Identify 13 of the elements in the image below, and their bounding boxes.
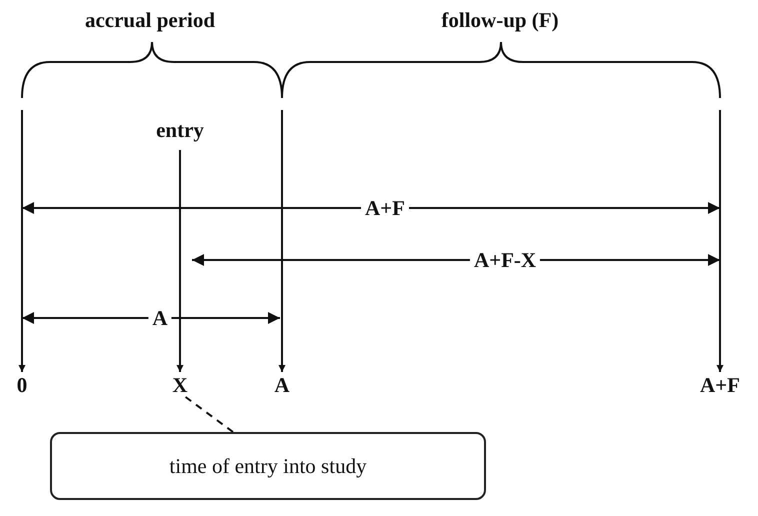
leader-line	[185, 396, 234, 433]
axis-point-label: A	[274, 373, 290, 397]
callout-box: time of entry into study	[50, 432, 486, 500]
axis-point-label: X	[172, 373, 188, 397]
arrow	[716, 110, 724, 372]
bracket-label: follow-up (F)	[441, 8, 559, 32]
bracket-label: accrual period	[84, 8, 216, 32]
timeline-label: entry	[156, 118, 204, 142]
arrow	[18, 110, 26, 372]
arrow	[278, 110, 286, 372]
axis-point-label: 0	[16, 373, 28, 397]
arrow	[176, 150, 184, 372]
axis-point-label: A+F	[700, 373, 740, 397]
